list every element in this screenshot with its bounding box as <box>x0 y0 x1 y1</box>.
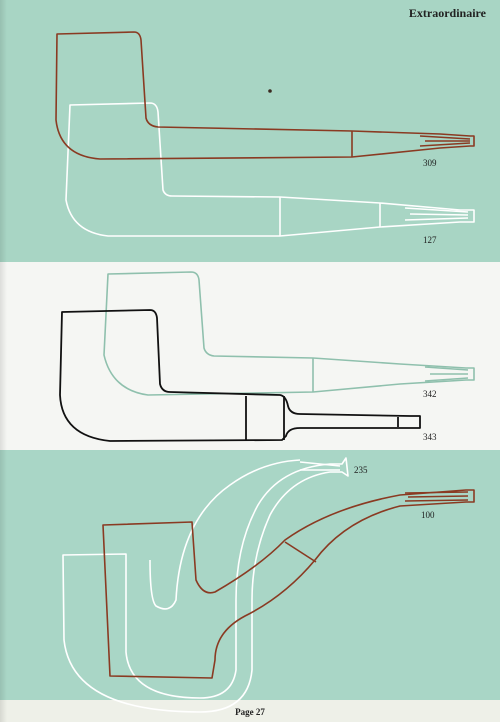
paper-margin-bottom <box>0 700 500 722</box>
page-heading: Extraordinaire <box>408 6 486 20</box>
pipe-343-outline <box>59 309 421 442</box>
pipe-number-343: 343 <box>423 432 437 442</box>
page-number: Page 27 <box>235 707 265 717</box>
pipe-number-235: 235 <box>354 465 368 475</box>
ink-speck <box>268 89 272 93</box>
pipe-number-127: 127 <box>423 235 437 245</box>
binding-shadow <box>0 0 7 722</box>
pipe-342-outline <box>103 271 475 396</box>
pipe-127-outline <box>65 102 475 237</box>
pipe-number-100: 100 <box>421 510 435 520</box>
pipe-309-outline <box>55 31 475 160</box>
top-green-band <box>0 0 500 262</box>
pipe-number-342: 342 <box>423 389 437 399</box>
pipe-235-outline <box>62 457 349 713</box>
pipe-100-outline <box>102 489 475 679</box>
pipe-number-309: 309 <box>423 158 437 168</box>
bottom-green-band <box>0 450 500 722</box>
